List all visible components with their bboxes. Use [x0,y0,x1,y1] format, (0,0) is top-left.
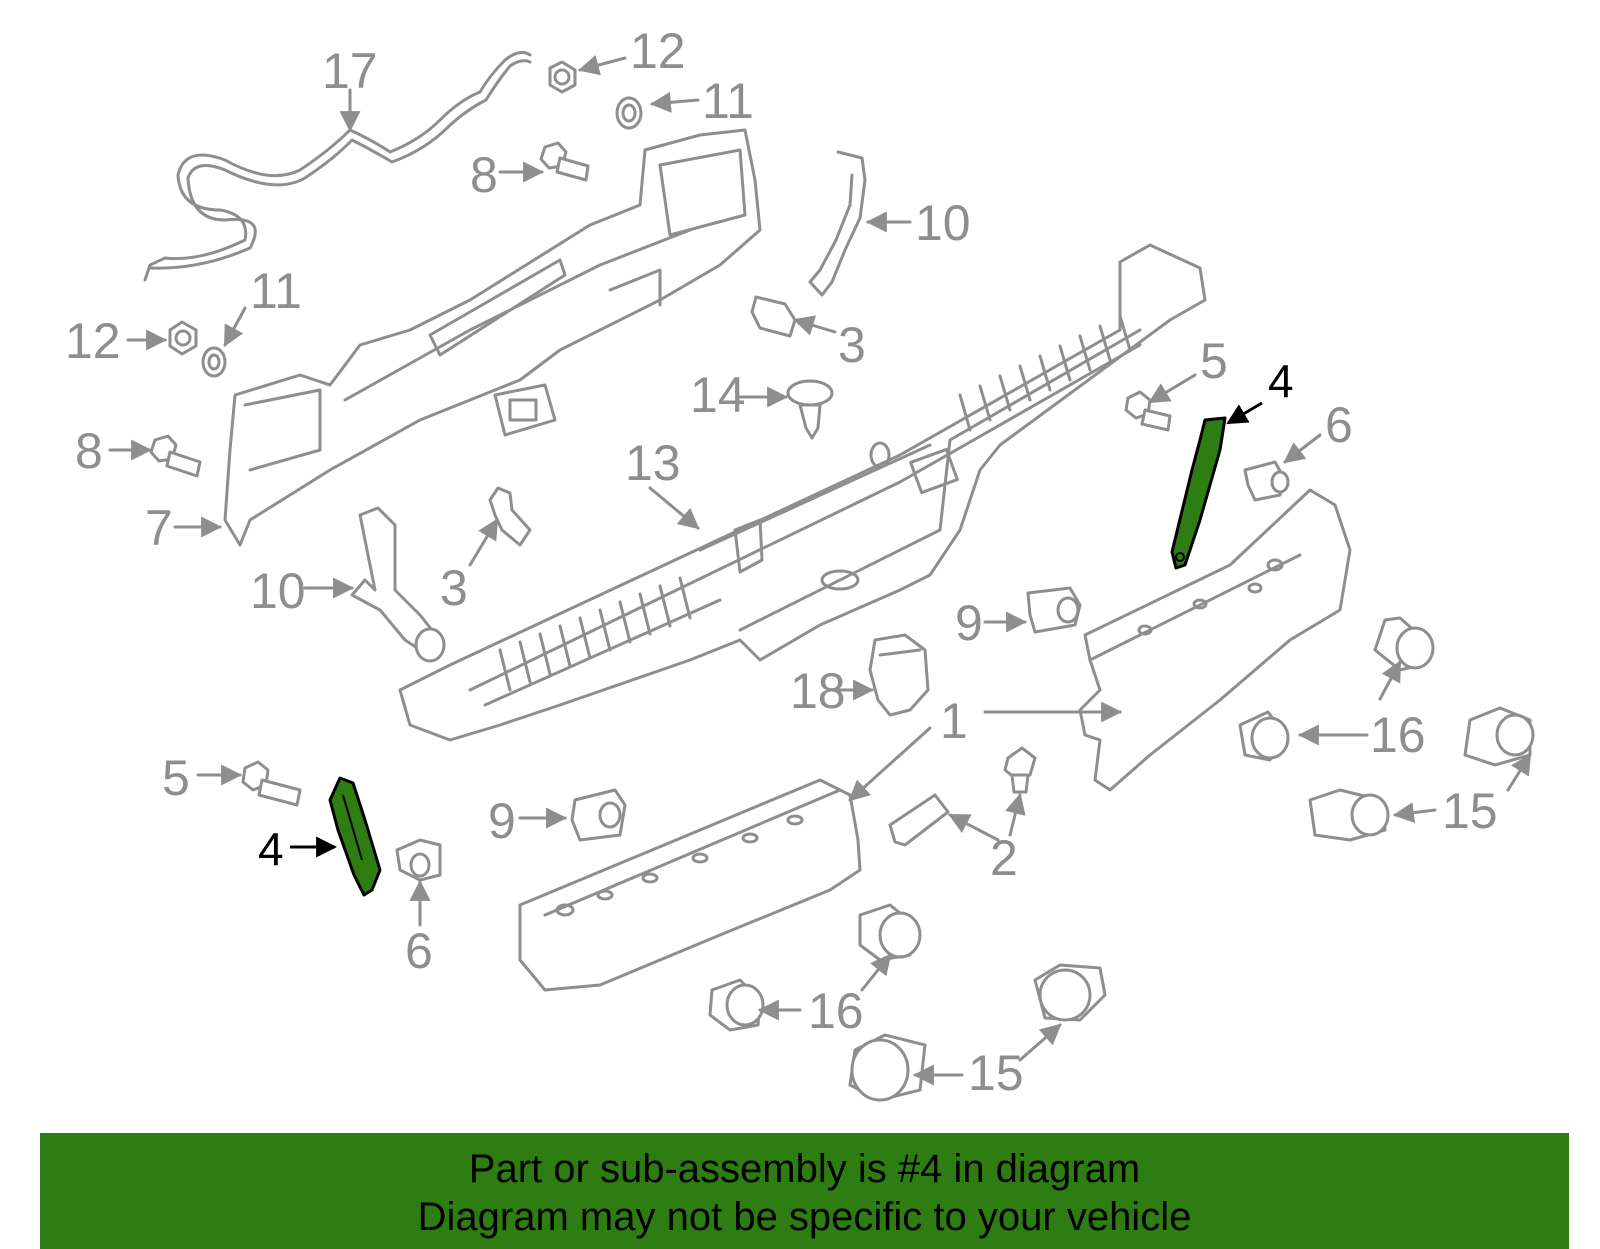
bolt [149,434,202,478]
callout-10: 10 [250,563,306,619]
callout-8: 8 [75,423,103,479]
callout-11: 11 [702,73,754,129]
mounting-bracket-left [518,778,862,992]
clip [1243,460,1290,502]
callout-5: 5 [162,750,190,806]
clip [750,295,797,338]
bolt [539,141,590,182]
retainer [570,788,627,842]
callout-10: 10 [915,195,971,251]
sensor [868,633,930,717]
sensor-retainer [1238,710,1290,762]
callout-16: 16 [1370,707,1426,763]
callout-2: 2 [990,830,1018,886]
callout-12: 12 [65,313,121,369]
bolt [888,793,950,847]
callout-16: 16 [808,983,864,1039]
callout-15: 15 [968,1045,1024,1101]
push-pin [786,379,834,440]
clip [488,486,532,547]
callout-4-right: 4 [1268,355,1294,407]
clip [395,838,442,882]
leader-lines [108,54,1532,1086]
parking-sensor [1033,963,1107,1022]
washer [201,346,227,378]
callout-4-left: 4 [258,823,284,875]
parking-sensor [1308,788,1390,842]
callout-18: 18 [790,663,846,719]
callout-9: 9 [488,793,516,849]
leader-line-4-right [1226,401,1263,425]
callout-1: 1 [940,693,968,749]
callout-6: 6 [1325,397,1353,453]
hex-nut [548,60,577,94]
retainer [1026,586,1082,634]
washer [615,96,643,130]
info-banner: Part or sub-assembly is #4 in diagram Di… [40,1133,1569,1249]
banner-line-1: Part or sub-assembly is #4 in diagram [468,1147,1141,1191]
sensor-retainer [708,978,765,1032]
callout-7: 7 [145,500,173,556]
bolt [1124,390,1172,432]
callout-8: 8 [470,147,498,203]
bracket [808,150,867,297]
parking-sensor [848,1033,927,1102]
parking-sensor [1463,706,1535,767]
callout-labels: 17 12 11 8 10 11 12 3 14 5 4 8 6 13 7 3 … [65,23,1498,1101]
callout-13: 13 [625,435,681,491]
parts-diagram: 17 12 11 8 10 11 12 3 14 5 4 8 6 13 7 3 … [65,23,1535,1102]
hitch-frame [223,128,762,547]
callout-6: 6 [405,923,433,979]
wiring-harness [143,50,532,282]
sensor-retainer [858,903,922,962]
bolt [1003,746,1037,794]
callout-12: 12 [630,23,686,79]
bracket [350,506,446,663]
hex-nut [168,320,198,356]
mounting-bracket-right [1078,488,1352,792]
callout-15: 15 [1442,783,1498,839]
callout-14: 14 [690,367,746,423]
callout-9: 9 [955,595,983,651]
sensor-retainer [1373,616,1435,672]
callout-5: 5 [1200,333,1228,389]
banner-line-2: Diagram may not be specific to your vehi… [417,1195,1192,1239]
callout-11: 11 [250,263,302,319]
highlighted-part-4-left [328,776,382,897]
step-pad [398,243,1207,742]
callout-3: 3 [440,560,468,616]
bolt [241,760,302,807]
highlighted-part-4-right [1170,416,1227,570]
callout-17: 17 [322,43,378,99]
callout-3: 3 [838,317,866,373]
